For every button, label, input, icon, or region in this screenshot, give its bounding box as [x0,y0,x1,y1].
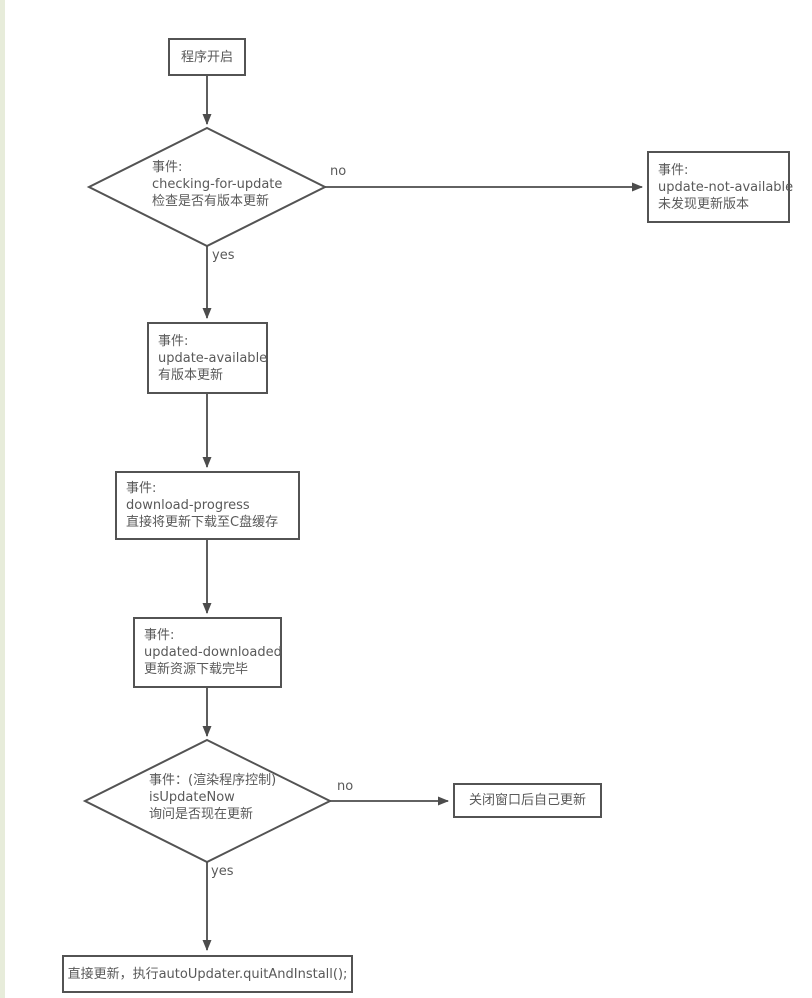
diamond-checking-line-2: checking-for-update [152,177,283,192]
diamond-is-update-now-text: 事件：(渲染程序控制) isUpdateNow 询问是否现在更新 [149,772,276,823]
node-update-available-line-3: 有版本更新 [158,367,224,383]
edge-label-update-now-yes: yes [211,864,234,879]
node-close-window-self-update: 关闭窗口后自己更新 [453,783,602,818]
node-update-not-available-line-3: 未发现更新版本 [658,196,750,212]
node-updated-downloaded: 事件: updated-downloaded 更新资源下载完毕 [133,617,282,688]
diamond-checking-line-3: 检查是否有版本更新 [152,194,270,209]
node-update-available-line-2: update-available [158,350,268,366]
node-download-progress: 事件: download-progress 直接将更新下载至C盘缓存 [115,471,300,540]
edge-label-checking-no: no [330,164,347,179]
node-update-not-available: 事件: update-not-available 未发现更新版本 [647,151,794,223]
node-quit-and-install: 直接更新，执行autoUpdater.quitAndInstall(); [62,955,353,993]
diamond-is-update-now-line-2: isUpdateNow [149,790,235,805]
node-update-not-available-line-2: update-not-available [658,179,794,195]
node-start-label: 程序开启 [180,49,233,65]
diamond-checking-for-update-text: 事件: checking-for-update 检查是否有版本更新 [152,159,282,210]
edge-label-update-now-no: no [337,779,354,794]
node-updated-downloaded-line-3: 更新资源下载完毕 [144,662,249,677]
node-quit-and-install-label: 直接更新，执行autoUpdater.quitAndInstall(); [67,966,348,982]
edge-label-checking-yes: yes [212,248,235,263]
node-start: 程序开启 [168,38,246,76]
node-updated-downloaded-line-1: 事件: [144,628,175,643]
diamond-is-update-now-line-3: 询问是否现在更新 [149,807,254,822]
node-update-available-line-1: 事件: [158,333,189,349]
node-updated-downloaded-line-2: updated-downloaded [144,645,282,660]
page-left-strip [0,0,5,998]
diamond-checking-line-1: 事件: [152,160,183,175]
node-download-progress-line-2: download-progress [126,498,250,513]
diamond-is-update-now-line-1: 事件：(渲染程序控制) [149,773,277,788]
node-close-window-label: 关闭窗口后自己更新 [468,793,586,808]
node-download-progress-line-1: 事件: [126,481,157,496]
node-update-available: 事件: update-available 有版本更新 [147,322,268,394]
node-download-progress-line-3: 直接将更新下载至C盘缓存 [126,515,279,530]
node-update-not-available-line-1: 事件: [658,162,689,178]
